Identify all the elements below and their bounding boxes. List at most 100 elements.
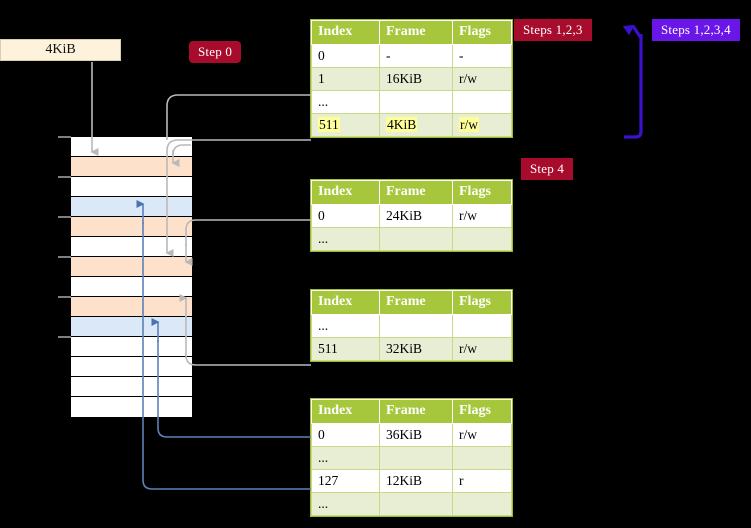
memory-row <box>71 337 192 357</box>
physical-memory-column <box>70 136 192 417</box>
col-frame: Frame <box>379 399 453 424</box>
table-row: ... <box>311 227 512 251</box>
memory-tick <box>58 216 71 218</box>
cell-frame <box>379 227 453 251</box>
table-row: 0-- <box>311 44 512 68</box>
table-header-row: Index Frame Flags <box>311 180 512 205</box>
col-index: Index <box>311 399 380 424</box>
col-flags: Flags <box>452 290 512 315</box>
badge-steps-1234-label: Steps 1,2,3,4 <box>661 22 731 37</box>
wire-pml4-row1 <box>166 94 311 140</box>
cell-flags: r/w <box>452 113 512 137</box>
cell-highlight: 4KiB <box>386 116 418 132</box>
col-index: Index <box>311 290 380 315</box>
badge-step-4: Step 4 <box>521 158 574 180</box>
memory-row <box>71 217 192 237</box>
cell-frame <box>379 446 453 470</box>
cell-flags: r/w <box>452 423 512 447</box>
table-row: ... <box>311 446 512 470</box>
cell-highlight: 511 <box>318 116 340 132</box>
cell-index: 511 <box>311 337 380 361</box>
frame-4kib-label: 4KiB <box>45 42 76 57</box>
cell-frame: 32KiB <box>379 337 453 361</box>
cell-index: ... <box>311 227 380 251</box>
cell-highlight: r/w <box>459 116 479 132</box>
cell-index: 0 <box>311 423 380 447</box>
cell-flags: r <box>452 469 512 493</box>
table-header-row: Index Frame Flags <box>311 290 512 315</box>
cell-frame <box>379 90 453 114</box>
memory-tick <box>58 336 71 338</box>
table-row: 511 4KiB r/w <box>311 113 512 137</box>
col-index: Index <box>311 180 380 205</box>
cell-index: ... <box>311 446 380 470</box>
memory-tick <box>58 296 71 298</box>
table-row: ... <box>311 90 512 114</box>
cell-index: 1 <box>311 67 380 91</box>
badge-steps-123-label: Steps 1,2,3 <box>523 22 583 37</box>
cell-frame <box>379 314 453 338</box>
col-frame: Frame <box>379 290 453 315</box>
cell-index: ... <box>311 90 380 114</box>
cell-frame: 4KiB <box>379 113 453 137</box>
badge-step-0: Step 0 <box>189 41 242 63</box>
frame-4kib-box: 4KiB <box>0 39 121 61</box>
memory-row <box>71 397 192 417</box>
memory-row <box>71 157 192 177</box>
cell-flags: - <box>452 44 512 68</box>
cell-flags: r/w <box>452 337 512 361</box>
badge-step-0-label: Step 0 <box>198 44 233 59</box>
memory-row <box>71 257 192 277</box>
cell-frame: 12KiB <box>379 469 453 493</box>
wire-pdpt-left <box>185 219 311 246</box>
cell-frame: 24KiB <box>379 204 453 228</box>
memory-tick <box>58 136 71 138</box>
col-frame: Frame <box>379 20 453 45</box>
cell-frame <box>379 492 453 516</box>
col-flags: Flags <box>452 20 512 45</box>
memory-tick <box>58 256 71 258</box>
badge-steps-123: Steps 1,2,3 <box>514 19 592 41</box>
memory-row <box>71 317 192 337</box>
cell-frame: - <box>379 44 453 68</box>
memory-row <box>71 137 192 157</box>
col-flags: Flags <box>452 180 512 205</box>
cell-frame: 36KiB <box>379 423 453 447</box>
memory-row <box>71 177 192 197</box>
cell-index: 0 <box>311 204 380 228</box>
memory-row <box>71 277 192 297</box>
cell-flags <box>452 314 512 338</box>
cell-index: ... <box>311 314 380 338</box>
memory-row <box>71 237 192 257</box>
memory-row <box>71 297 192 317</box>
col-index: Index <box>311 20 380 45</box>
table-row: ... <box>311 492 512 516</box>
cell-flags <box>452 492 512 516</box>
cell-index: ... <box>311 492 380 516</box>
col-flags: Flags <box>452 399 512 424</box>
memory-row <box>71 357 192 377</box>
cell-flags <box>452 227 512 251</box>
cell-flags: r/w <box>452 204 512 228</box>
cell-index: 511 <box>311 113 380 137</box>
cell-flags <box>452 90 512 114</box>
table-header-row: Index Frame Flags <box>311 20 512 45</box>
table-header-row: Index Frame Flags <box>311 399 512 424</box>
memory-row <box>71 197 192 217</box>
cell-frame: 16KiB <box>379 67 453 91</box>
cell-flags: r/w <box>452 67 512 91</box>
memory-tick <box>58 176 71 178</box>
table-row: ... <box>311 314 512 338</box>
wire-bracket-purple <box>624 34 643 139</box>
